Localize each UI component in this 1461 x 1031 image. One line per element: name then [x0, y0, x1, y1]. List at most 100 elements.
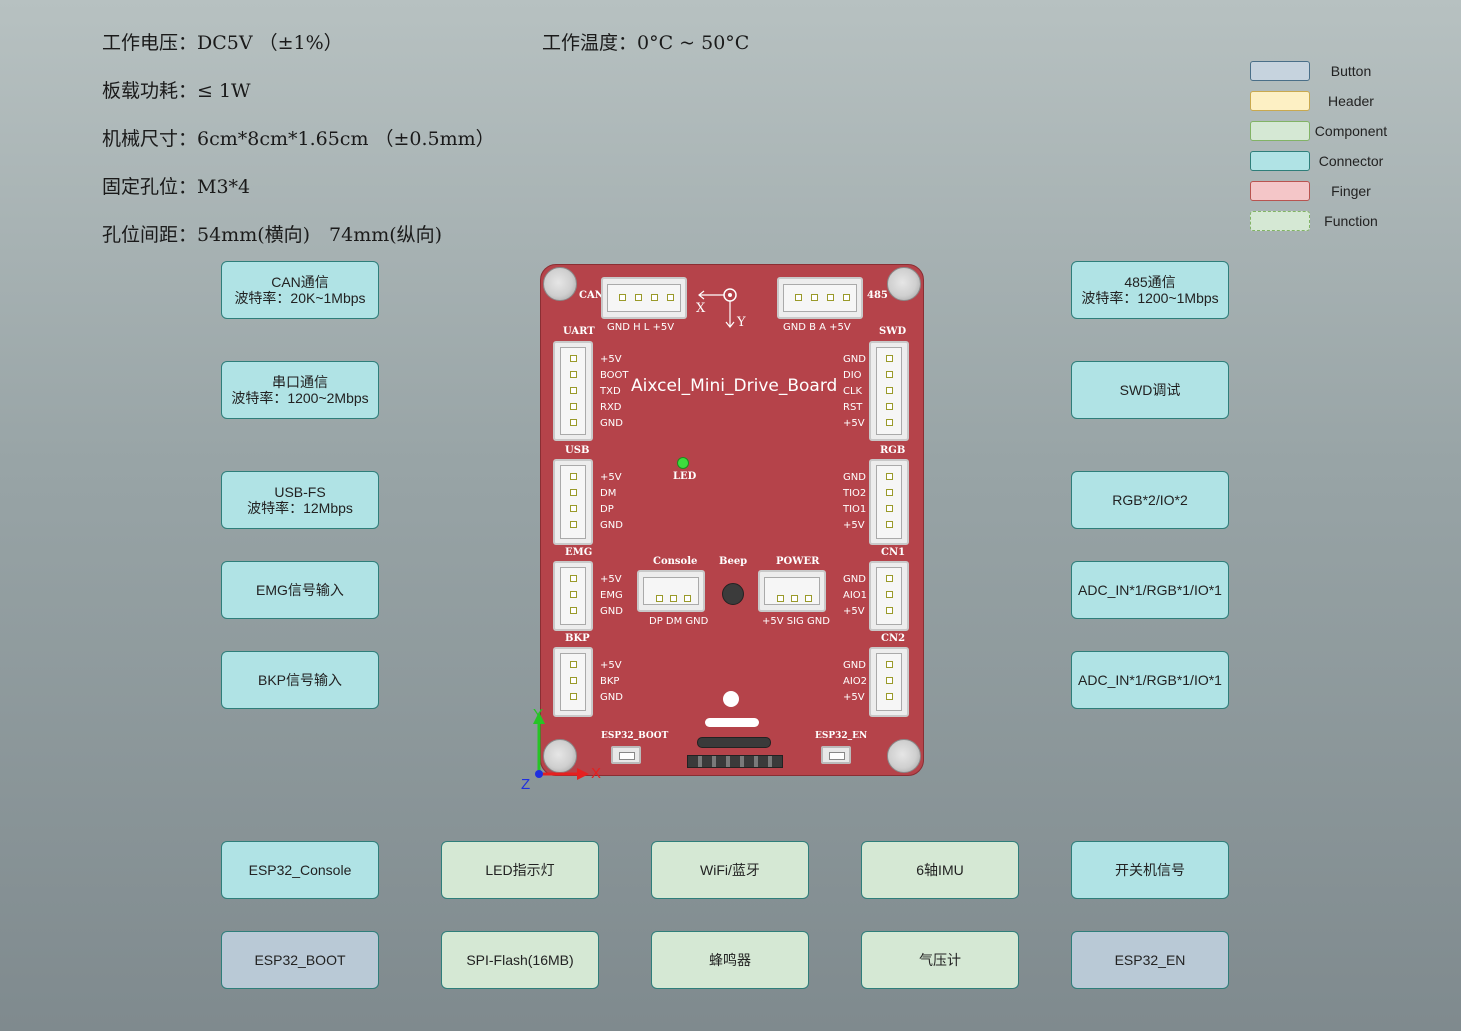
cn2-connector: [869, 647, 909, 717]
led-label: LED: [673, 471, 697, 482]
pin: [886, 371, 893, 378]
usb-pin: DM: [600, 488, 617, 499]
esp32-console-box: ESP32_Console: [221, 841, 379, 899]
box-title: WiFi/蓝牙: [700, 862, 760, 878]
uart-label: UART: [563, 326, 595, 337]
barometer-box: 气压计: [861, 931, 1019, 989]
pin: [886, 419, 893, 426]
pin: [827, 294, 834, 301]
power-signal-box: 开关机信号: [1071, 841, 1229, 899]
uart-pin: BOOT: [600, 370, 629, 381]
legend-item-button: Button: [1250, 61, 1390, 83]
pin: [570, 607, 577, 614]
legend-item-header: Header: [1250, 91, 1390, 113]
box-title: ESP32_Console: [248, 862, 352, 878]
bkp-pin: +5V: [600, 660, 622, 671]
legend-item-function: Function: [1250, 211, 1390, 233]
swd-pin: RST: [843, 402, 863, 413]
rs485-pin-labels: GND B A +5V: [783, 322, 851, 333]
cn1-pin: GND: [843, 574, 866, 585]
swd-box: SWD调试: [1071, 361, 1229, 419]
usb-connector: [553, 459, 593, 545]
pin: [886, 505, 893, 512]
pin: [843, 294, 850, 301]
emg-pin: EMG: [600, 590, 623, 601]
axis-x-label: X: [591, 765, 602, 782]
esp32-en-box: ESP32_EN: [1071, 931, 1229, 989]
pin: [570, 489, 577, 496]
legend-label: Component: [1314, 123, 1388, 139]
pin: [791, 595, 798, 602]
emg-pin: GND: [600, 606, 623, 617]
box-subtitle: 波特率：20K~1Mbps: [234, 290, 366, 306]
usb-pin: DP: [600, 504, 614, 515]
box-title: RGB*2/IO*2: [1112, 492, 1188, 508]
spec-power: 板载功耗：≤ 1W: [102, 80, 251, 102]
wifi-dot-icon: [723, 691, 739, 707]
box-title: LED指示灯: [485, 862, 555, 878]
esp32-boot-label: ESP32_BOOT: [601, 731, 669, 741]
mounting-hole: [887, 267, 921, 301]
rgb-label: RGB: [880, 445, 906, 456]
pin: [667, 294, 674, 301]
mounting-hole: [543, 739, 577, 773]
flash-chip-icon: [697, 737, 771, 748]
usb-pin: +5V: [600, 472, 622, 483]
board-axis-y: Y: [737, 315, 746, 330]
esp32-en-button[interactable]: [821, 746, 851, 764]
led-indicator: [677, 457, 689, 469]
pin: [886, 575, 893, 582]
pin: [570, 387, 577, 394]
legend-label: Connector: [1318, 153, 1384, 169]
emg-box: EMG信号输入: [221, 561, 379, 619]
board-axis-icon: [698, 288, 737, 328]
pin: [811, 294, 818, 301]
pin: [886, 387, 893, 394]
bkp-connector: [553, 647, 593, 717]
spec-size: 机械尺寸：6cm*8cm*1.65cm （±0.5mm）: [102, 128, 495, 150]
cn2-box: ADC_IN*1/RGB*1/IO*1: [1071, 651, 1229, 709]
board-title: Aixcel_Mini_Drive_Board: [631, 376, 838, 396]
pin: [570, 403, 577, 410]
legend-swatch: [1250, 211, 1310, 231]
pin: [570, 419, 577, 426]
console-connector: [637, 570, 705, 612]
box-title: CAN通信: [271, 274, 329, 290]
can-label: CAN: [579, 290, 604, 301]
wifi-bt-box: WiFi/蓝牙: [651, 841, 809, 899]
emg-connector: [553, 561, 593, 631]
beep-label: Beep: [719, 556, 748, 567]
pin: [635, 294, 642, 301]
pin: [570, 575, 577, 582]
box-title: ESP32_BOOT: [254, 952, 346, 968]
cn2-pin: +5V: [843, 692, 865, 703]
console-pin-labels: DP DM GND: [649, 616, 709, 627]
usb-pin: GND: [600, 520, 623, 531]
coordinate-axes-icon: [533, 712, 589, 780]
pin: [570, 505, 577, 512]
pin: [805, 595, 812, 602]
module-pins-icon: [687, 755, 783, 768]
swd-pin: GND: [843, 354, 866, 365]
pin: [684, 595, 691, 602]
pin: [886, 355, 893, 362]
box-subtitle: 波特率：12Mbps: [247, 500, 353, 516]
cn2-pin: GND: [843, 660, 866, 671]
pin: [570, 693, 577, 700]
box-title: SPI-Flash(16MB): [466, 952, 574, 968]
emg-pin: +5V: [600, 574, 622, 585]
can-box: CAN通信 波特率：20K~1Mbps: [221, 261, 379, 319]
rgb-box: RGB*2/IO*2: [1071, 471, 1229, 529]
box-title: ESP32_EN: [1114, 952, 1186, 968]
esp32-boot-button[interactable]: [611, 746, 641, 764]
cn2-pin: AIO2: [843, 676, 868, 687]
legend-swatch: [1250, 91, 1310, 111]
box-title: SWD调试: [1119, 382, 1181, 398]
box-title: 串口通信: [272, 374, 328, 390]
mounting-hole: [887, 739, 921, 773]
pin: [886, 489, 893, 496]
bkp-pin: BKP: [600, 676, 620, 687]
rgb-pin: TIO1: [843, 504, 867, 515]
box-title: 485通信: [1124, 274, 1176, 290]
board-axis-x: X: [696, 301, 706, 316]
